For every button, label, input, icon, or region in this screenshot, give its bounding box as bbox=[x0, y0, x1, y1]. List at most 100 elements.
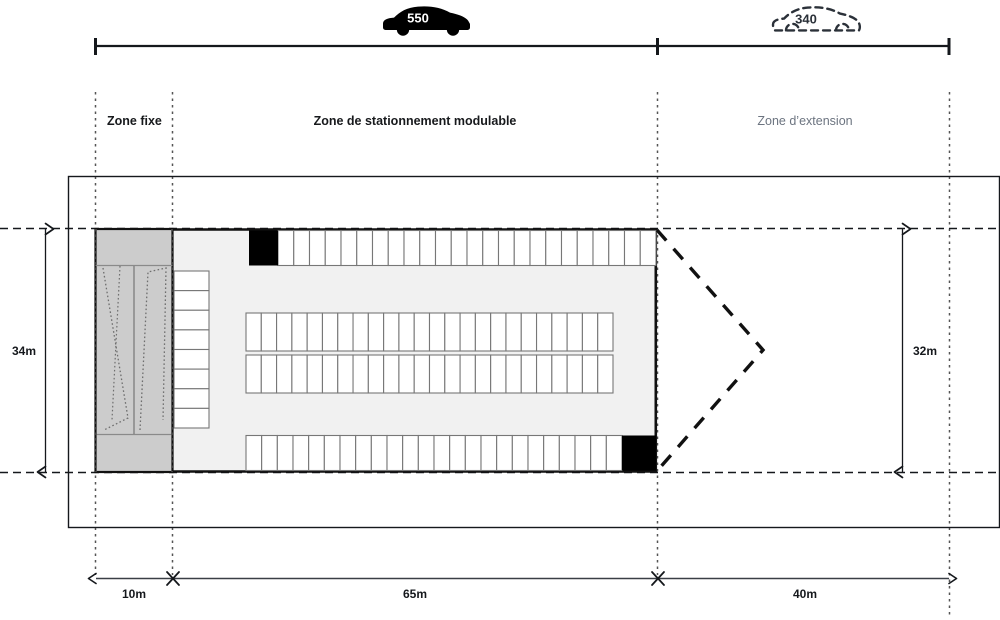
parking-bay bbox=[321, 354, 339, 394]
dimension-65m-label: 65m bbox=[403, 587, 427, 601]
parking-bay bbox=[261, 434, 278, 472]
core-block-bottom-right bbox=[622, 435, 656, 471]
parking-bay bbox=[545, 229, 563, 267]
parking-bay bbox=[459, 354, 476, 394]
parking-rows bbox=[245, 229, 657, 472]
parking-bay bbox=[444, 354, 461, 394]
parking-bay-fixed bbox=[173, 270, 210, 292]
parking-bay bbox=[597, 354, 614, 394]
parking-bay bbox=[245, 354, 262, 394]
parking-bay bbox=[449, 434, 466, 472]
parking-bay bbox=[413, 354, 431, 394]
capacity-extension-value: 340 bbox=[795, 12, 817, 27]
parking-bay bbox=[398, 312, 415, 352]
parking-bay bbox=[535, 312, 553, 352]
parking-bay bbox=[496, 434, 513, 472]
parking-bay-fixed bbox=[173, 407, 210, 429]
parking-bay bbox=[482, 229, 500, 267]
parking-bay bbox=[306, 312, 324, 352]
parking-bay bbox=[277, 229, 295, 267]
zone-fixe-block bbox=[94, 227, 174, 474]
parking-bay bbox=[260, 312, 278, 352]
parking-bay-fixed bbox=[173, 348, 210, 370]
parking-bay bbox=[450, 229, 468, 267]
parking-bay bbox=[402, 434, 419, 472]
parking-bay bbox=[433, 434, 451, 472]
parking-bay bbox=[581, 312, 599, 352]
parking-bay bbox=[590, 434, 607, 472]
parking-bay bbox=[340, 229, 358, 267]
parking-bay bbox=[576, 229, 594, 267]
parking-bay-fixed bbox=[173, 368, 210, 390]
parking-bay-fixed bbox=[173, 329, 210, 351]
parking-bay bbox=[428, 312, 446, 352]
parking-bay bbox=[639, 229, 657, 267]
parking-bay bbox=[383, 354, 400, 394]
parking-bay bbox=[581, 354, 599, 394]
parking-bay bbox=[291, 354, 308, 394]
parking-bay bbox=[428, 354, 446, 394]
parking-bay bbox=[367, 312, 385, 352]
parking-row bbox=[245, 354, 614, 394]
parking-bay bbox=[505, 312, 522, 352]
parking-bay bbox=[367, 354, 385, 394]
dimension-32m-label: 32m bbox=[913, 344, 937, 358]
parking-bay bbox=[291, 312, 308, 352]
parking-bay bbox=[245, 312, 262, 352]
parking-bay bbox=[245, 434, 263, 472]
parking-bay bbox=[480, 434, 498, 472]
parking-bay bbox=[592, 229, 610, 267]
parking-bay bbox=[352, 312, 369, 352]
parking-bay bbox=[324, 229, 342, 267]
parking-bay bbox=[276, 434, 294, 472]
parking-bay bbox=[558, 434, 576, 472]
parking-bay bbox=[339, 434, 357, 472]
parking-bay bbox=[543, 434, 560, 472]
dimension-34m-label: 34m bbox=[12, 344, 36, 358]
parking-row bbox=[245, 312, 614, 352]
parking-bay bbox=[566, 354, 583, 394]
parking-bay bbox=[355, 434, 372, 472]
parking-bay bbox=[308, 229, 326, 267]
parking-bay-fixed bbox=[173, 309, 210, 331]
parking-bay bbox=[356, 229, 374, 267]
deck-outline bbox=[172, 228, 658, 473]
parking-bay bbox=[383, 312, 400, 352]
parking-bay bbox=[276, 312, 293, 352]
parking-bay bbox=[520, 354, 538, 394]
parking-bay bbox=[371, 229, 389, 267]
parking-bay bbox=[597, 312, 614, 352]
parking-bay bbox=[520, 312, 538, 352]
parking-bay bbox=[511, 434, 529, 472]
ramp-block bbox=[102, 265, 167, 434]
parking-bay bbox=[292, 434, 310, 472]
parking-bay bbox=[608, 229, 626, 267]
parking-bay bbox=[474, 312, 492, 352]
fixed-bay-column bbox=[173, 270, 210, 429]
parking-row bbox=[245, 434, 623, 472]
parking-bay bbox=[605, 434, 623, 472]
parking-bay bbox=[387, 229, 405, 267]
dimension-chain-horizontal: 10m 65m 40m bbox=[87, 571, 958, 601]
zone-label-zone-modulable: Zone de stationnement modulable bbox=[314, 114, 517, 128]
parking-bay bbox=[352, 354, 369, 394]
core-block-top-left bbox=[249, 230, 278, 266]
parking-bay bbox=[535, 354, 553, 394]
capacity-scale-bar bbox=[94, 38, 951, 55]
car-outline-icon: 340 bbox=[771, 6, 862, 32]
parking-bay bbox=[323, 434, 341, 472]
parking-bay bbox=[306, 354, 324, 394]
capacity-current-value: 550 bbox=[407, 11, 429, 26]
parking-bay bbox=[444, 312, 461, 352]
dimension-10m-label: 10m bbox=[122, 587, 146, 601]
parking-bay bbox=[398, 354, 415, 394]
parking-bay bbox=[308, 434, 325, 472]
parking-bay bbox=[623, 229, 641, 267]
dimension-40m-label: 40m bbox=[793, 587, 817, 601]
zone-label-zone-fixe: Zone fixe bbox=[107, 114, 162, 128]
parking-bay-fixed bbox=[173, 290, 210, 311]
parking-bay-fixed bbox=[173, 388, 210, 409]
parking-bay bbox=[574, 434, 592, 472]
